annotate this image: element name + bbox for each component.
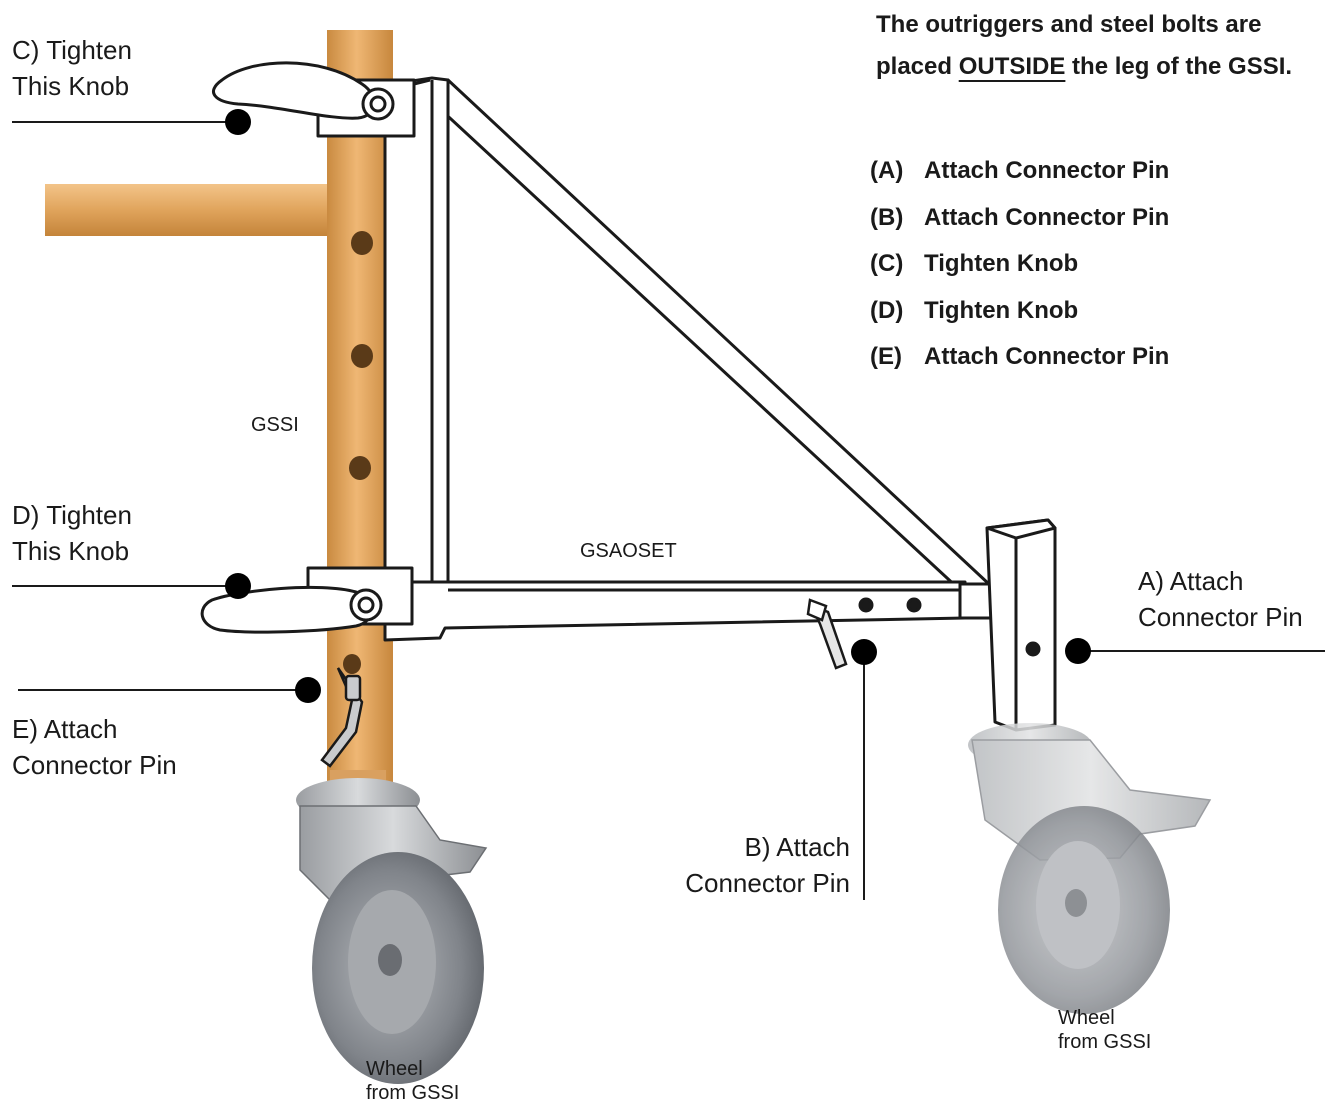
leg-holes (343, 231, 373, 674)
callout-label-d: D) Tighten This Knob (12, 500, 132, 566)
callout-dot-c (225, 109, 251, 135)
right-post (985, 518, 1057, 732)
knob-top (212, 61, 395, 121)
step-a: (A)Attach Connector Pin (870, 157, 1170, 184)
gssi-crossbar (45, 184, 335, 236)
gssi-label: GSSI (251, 414, 299, 436)
wheel-left-label: Wheel from GSSI (366, 1058, 460, 1104)
gssi-leg (327, 30, 393, 800)
callout-dot-b (851, 639, 877, 665)
step-d: (D)Tighten Knob (870, 296, 1079, 324)
instruction-part2: the leg of the GSSI. (1065, 53, 1293, 80)
callout-label-b: B) Attach Connector Pin (685, 832, 850, 898)
callout-dot-e (295, 677, 321, 703)
callout-leaders (12, 109, 1325, 900)
callout-dot-a (1065, 638, 1091, 664)
right-caster (968, 723, 1212, 1014)
step-c: (C)Tighten Knob (870, 250, 1079, 277)
knob-bottom (200, 585, 383, 634)
outrigger-horizontal (383, 580, 967, 642)
callout-dot-d (225, 573, 251, 599)
gssi-frame (45, 30, 393, 800)
gsaoset-label: GSAOSET (580, 540, 677, 562)
instruction-part1: The outriggers and steel bolts are place… (876, 11, 1262, 80)
callout-label-a: A) Attach Connector Pin (1138, 566, 1303, 632)
instruction-emphasis: OUTSIDE (958, 53, 1066, 80)
outrigger-vertical (383, 76, 450, 602)
callout-label-c: C) Tighten This Knob (12, 35, 132, 101)
step-list: (A)Attach Connector Pin (B)Attach Connec… (870, 148, 1169, 381)
pin-left (320, 667, 364, 768)
pin-right (806, 598, 848, 670)
instruction-text: The outriggers and steel bolts are place… (876, 4, 1316, 88)
step-e: (E)Attach Connector Pin (870, 343, 1170, 370)
left-caster (296, 770, 488, 1084)
wheel-right-label: Wheel from GSSI (1058, 1007, 1152, 1053)
step-b: (B)Attach Connector Pin (870, 203, 1170, 231)
callout-label-e: E) Attach Connector Pin (12, 714, 177, 780)
